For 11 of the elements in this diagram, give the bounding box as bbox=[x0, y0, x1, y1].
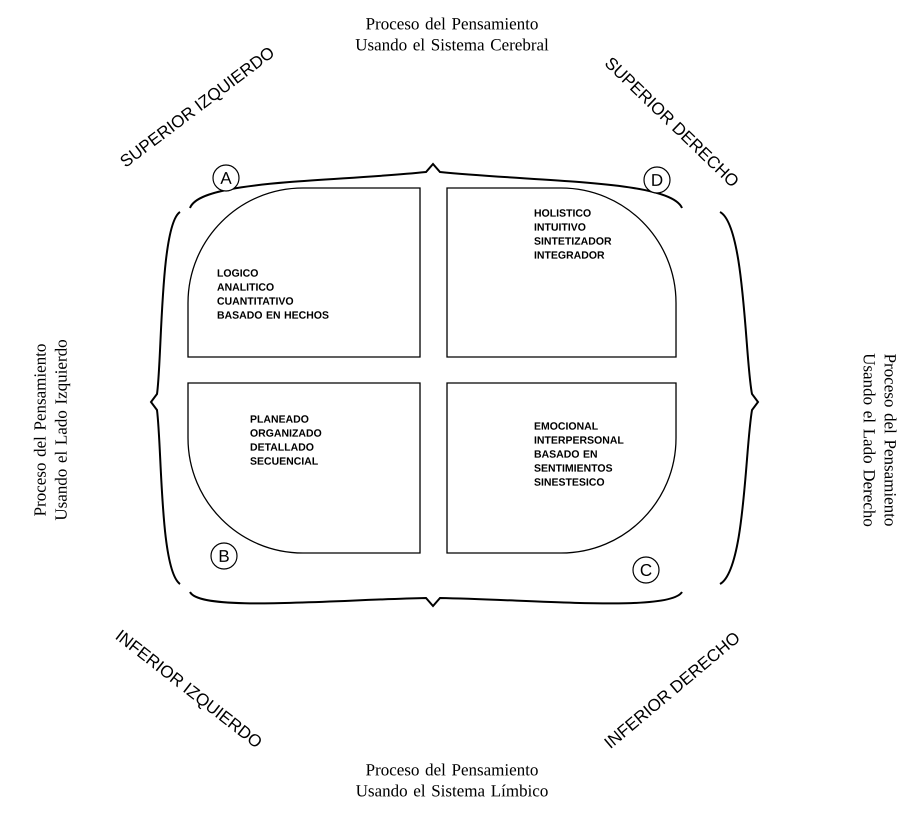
caption-text: Proceso del Pensamiento Usando el Sistema Límbico bbox=[356, 764, 548, 796]
quadrant-box: LOGICO ANALITICO CUANTITATIVO BASADO EN HECHOS bbox=[187, 187, 421, 358]
circled-letter: B bbox=[210, 542, 238, 570]
caption-text: Proceso del Pensamiento Usando el Lado Izquierdo bbox=[34, 340, 70, 520]
quadrant-box: EMOCIONAL INTERPERSONAL BASADO EN SENTIMIENTOS SINESTESICO bbox=[446, 382, 677, 554]
circled-letter: C bbox=[632, 556, 660, 584]
circled-letter: A bbox=[212, 164, 240, 192]
circled-letter: D bbox=[643, 166, 671, 194]
caption-text: Proceso del Pensamiento Usando el Lado Derecho bbox=[864, 354, 896, 526]
quadrant-box: HOLISTICO INTUITIVO SINTETIZADOR INTEGRADOR bbox=[446, 187, 677, 358]
caption-text: Proceso del Pensamiento Usando el Sistema Cerebral bbox=[356, 18, 548, 50]
